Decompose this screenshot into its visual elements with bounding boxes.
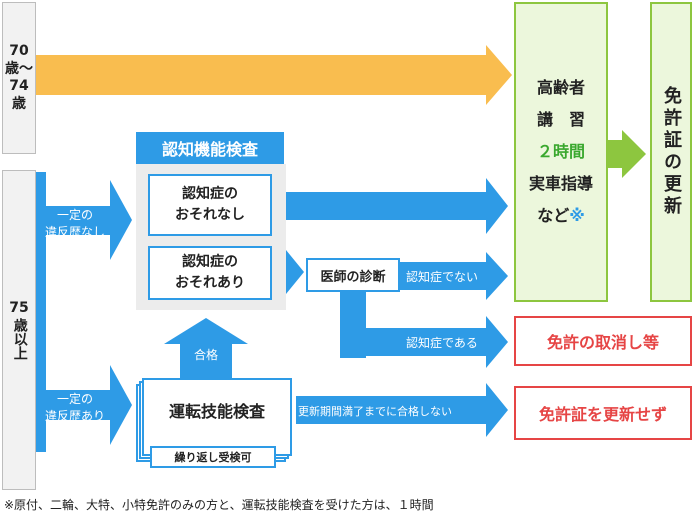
- not-dementia-label: 認知症でない: [406, 270, 479, 284]
- revocation-box: 免許の取消し等: [514, 316, 692, 366]
- renewal-box: 免許証の更新: [650, 2, 692, 302]
- age-70: 70: [9, 43, 29, 59]
- no-renewal-box: 免許証を更新せず: [514, 386, 692, 440]
- no-violation-label: 一定の 違反歴なし: [44, 208, 105, 240]
- risk-box: 認知症の おそれあり: [148, 246, 272, 300]
- pass-arrow: [164, 318, 248, 380]
- course-line-4: 実車指導: [528, 174, 593, 193]
- age-75: 75: [9, 300, 29, 317]
- course-line-5-wrap: など※: [537, 200, 585, 232]
- age-label-3: 歳以上: [11, 317, 28, 360]
- age-75-plus-box: 75 歳以上: [2, 170, 36, 490]
- driving-test-box: [142, 378, 292, 456]
- course-line-1: 高齢者: [536, 78, 585, 97]
- blue-trunk: [36, 172, 46, 452]
- repeat-test-box: 繰り返し受検可: [150, 446, 276, 468]
- renewal-text: 免許証の更新: [661, 86, 682, 218]
- senior-course-box: 高齢者 講 習 ２時間 実車指導 など※: [514, 2, 608, 302]
- course-line-2: 講 習: [536, 110, 585, 129]
- driving-test-title: 運転技能検査: [168, 402, 265, 421]
- doctor-box: 医師の診断: [306, 258, 400, 292]
- course-line-3: ２時間: [536, 142, 585, 161]
- with-violation-label: 一定の 違反歴あり: [44, 392, 105, 424]
- age-label-1: 歳～: [5, 60, 33, 77]
- fail-label: 更新期間満了までに合格しない: [298, 405, 452, 418]
- pass-label: 合格: [194, 348, 219, 362]
- green-arrow: [608, 130, 646, 178]
- fail-arrow: [296, 383, 508, 437]
- with-violation-arrow: [36, 365, 132, 445]
- no-risk-box: 認知症の おそれなし: [148, 174, 272, 236]
- course-line-5: など: [537, 206, 570, 225]
- age-label-2: 歳: [12, 95, 26, 112]
- not-dementia-arrow: [400, 252, 508, 300]
- age-70-74-box: 70 歳～ 74 歳: [2, 2, 36, 154]
- no-risk-arrow: [272, 178, 508, 234]
- dementia-label: 認知症である: [406, 336, 478, 350]
- footnote: ※原付、二輪、大特、小特免許のみの方と、運転技能検査を受けた方は、１時間: [4, 498, 434, 512]
- course-note-mark: ※: [569, 206, 585, 225]
- dementia-arrow: [340, 316, 508, 368]
- age-74: 74: [9, 78, 29, 94]
- no-violation-arrow: [36, 180, 132, 260]
- cognitive-test-title: 認知機能検査: [136, 132, 284, 164]
- orange-arrow: [36, 45, 512, 105]
